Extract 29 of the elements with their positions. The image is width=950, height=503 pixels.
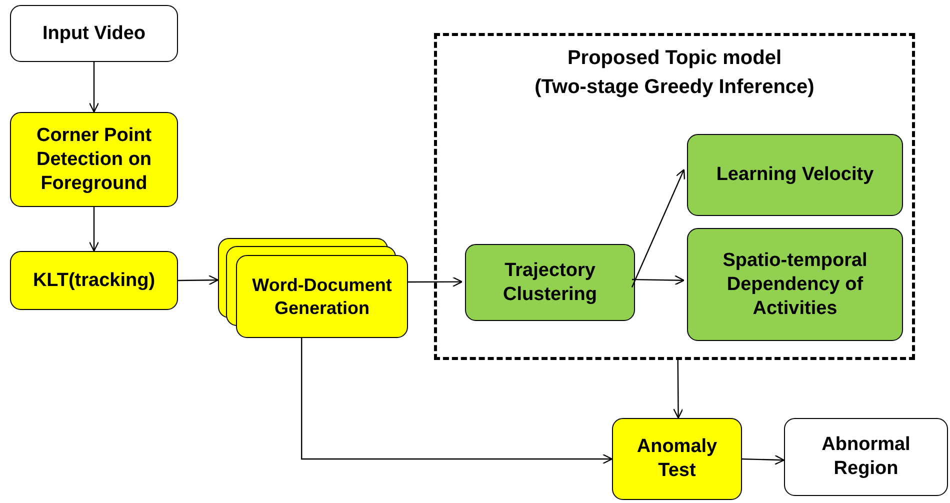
box-label: Input Video (41, 22, 147, 46)
arrow (88, 207, 100, 252)
group-title: (Two-stage Greedy Inference) (534, 75, 816, 100)
process-box (10, 5, 178, 62)
arrow (631, 168, 686, 288)
arrow (301, 338, 613, 464)
dashed-group-frame (434, 33, 915, 360)
box-label: Trajectory Clustering (502, 258, 598, 306)
box-label: Anomaly Test (636, 435, 718, 483)
box-label: Abnormal Region (820, 433, 912, 481)
arrow (178, 275, 219, 286)
arrow (632, 275, 685, 286)
arrow (408, 276, 463, 287)
box-label: Word-Document Generation (251, 274, 393, 320)
process-box (784, 418, 948, 496)
process-box (10, 251, 178, 310)
box-label: KLT(tracking) (32, 268, 156, 292)
arrow (88, 62, 100, 113)
box-label: Spatio-temporal Dependency of Activities (722, 248, 868, 320)
process-box (612, 418, 742, 500)
process-box (687, 134, 903, 216)
box-label: Corner Point Detection on Foreground (35, 124, 153, 196)
group-title: Proposed Topic model (566, 46, 783, 71)
process-box (687, 228, 903, 341)
process-box (465, 244, 635, 321)
arrow (742, 454, 785, 465)
arrow (673, 360, 684, 419)
process-box (10, 112, 178, 207)
box-label: Learning Velocity (715, 163, 875, 187)
